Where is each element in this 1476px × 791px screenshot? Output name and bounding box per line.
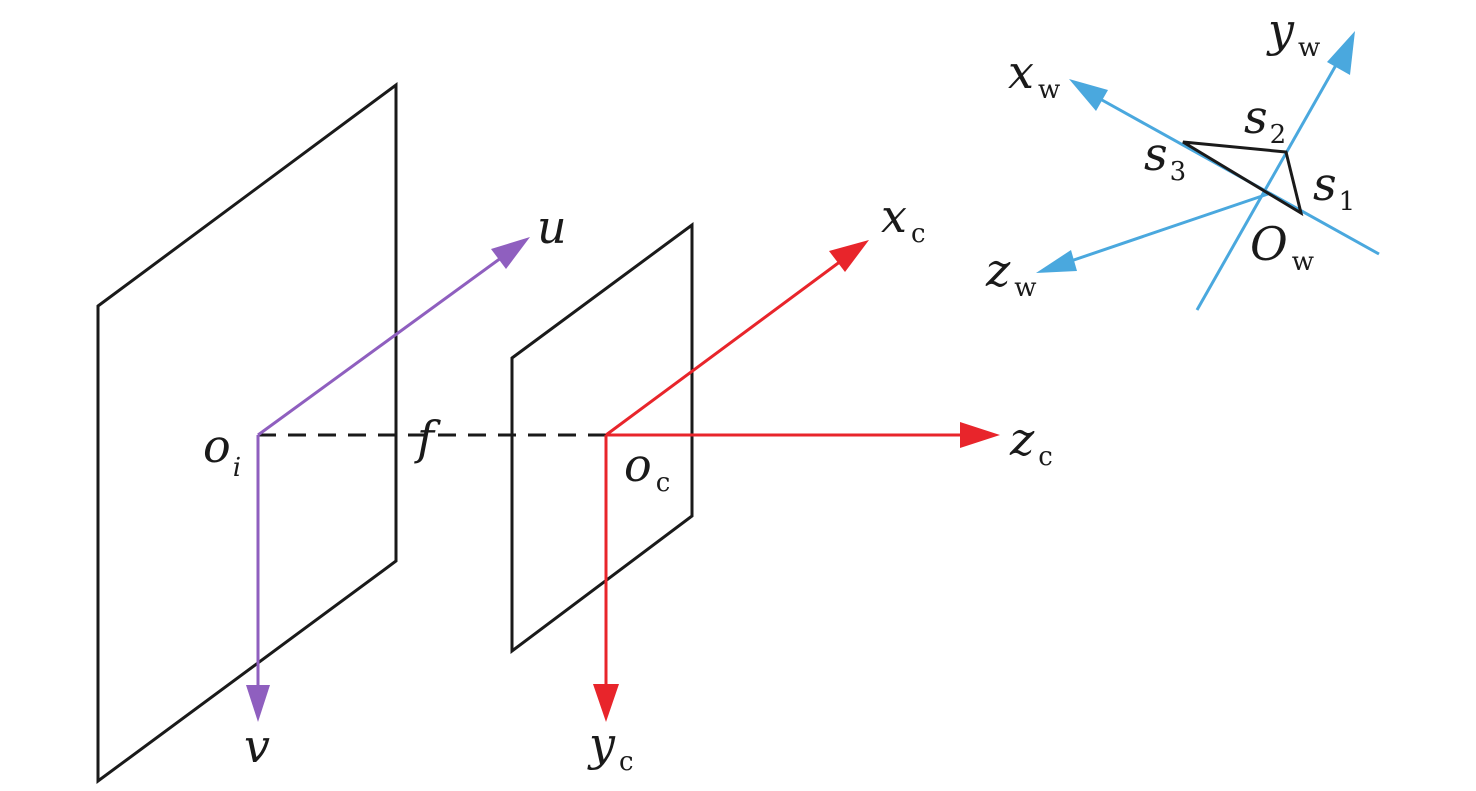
x-c-axis-arrowhead (829, 240, 869, 272)
v-axis-arrowhead (246, 685, 270, 722)
x-c-axis-line (605, 256, 846, 437)
f-label: f (414, 411, 441, 465)
o-i-label: oi (203, 419, 241, 483)
y-w-axis-arrowhead (1327, 31, 1355, 75)
u-label: u (537, 200, 567, 254)
focal-plane (510, 222, 694, 654)
y-w-axis-line (1195, 57, 1342, 311)
z-w-axis-line (1061, 192, 1269, 266)
camera-axes (593, 240, 1000, 722)
image-plane (96, 82, 398, 784)
image-axes (246, 237, 530, 722)
s3-label: s3 (1144, 127, 1186, 187)
v-label: v (244, 719, 270, 773)
z-c-axis-arrowhead (960, 422, 1000, 448)
z-w-axis-arrowhead (1036, 250, 1077, 273)
s1-label: s1 (1313, 157, 1355, 217)
s2-label: s2 (1244, 90, 1286, 150)
y-c-axis-arrowhead (593, 684, 619, 722)
u-axis-arrowhead (491, 237, 530, 269)
x-w-axis-arrowhead (1069, 79, 1108, 111)
u-axis-line (257, 253, 506, 437)
triangle-s1-s2-s3 (1182, 140, 1304, 217)
